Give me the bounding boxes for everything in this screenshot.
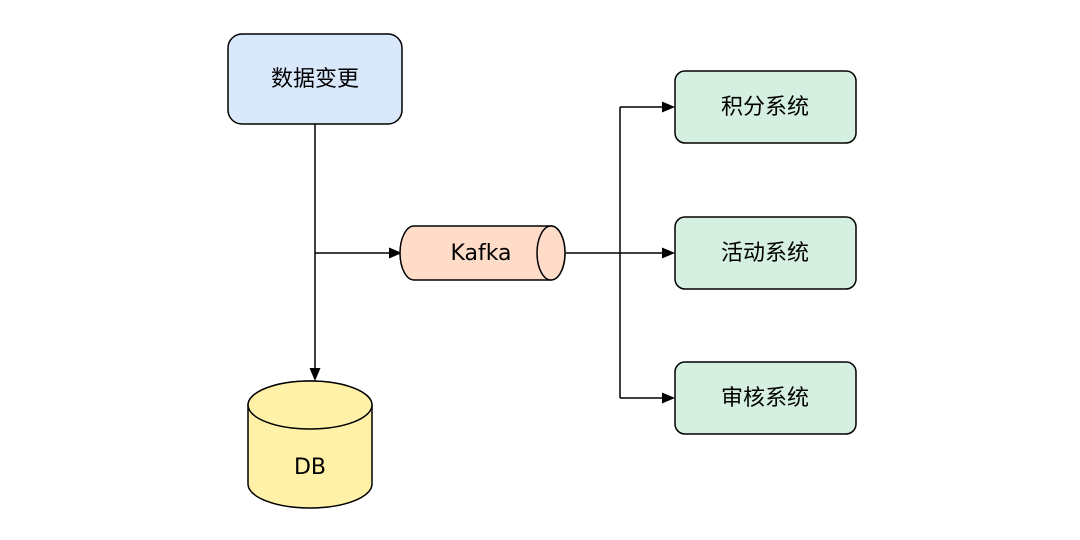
node-data-change: 数据变更 [227, 33, 403, 125]
node-data-change-box [227, 33, 403, 125]
node-data-change-label: 数据变更 [271, 67, 359, 92]
arrowhead-points-system [662, 101, 675, 113]
node-db: DB [247, 380, 373, 509]
node-review-system-label: 审核系统 [721, 386, 809, 411]
arrowhead-activity-system [662, 247, 675, 259]
node-activity-system-box [674, 216, 857, 290]
edges [309, 101, 675, 404]
kafka-cylinder-cap [536, 225, 566, 281]
arrowhead-db [309, 368, 321, 381]
arrowhead-kafka [389, 247, 402, 259]
arrowhead-review-system [662, 392, 675, 404]
node-points-system: 积分系统 [674, 70, 857, 144]
node-kafka-queue: Kafka [399, 225, 566, 281]
node-points-system-label: 积分系统 [721, 95, 809, 120]
db-cylinder-top [247, 380, 373, 430]
node-points-system-box [674, 70, 857, 144]
node-review-system: 审核系统 [674, 361, 857, 435]
node-activity-system-label: 活动系统 [721, 241, 809, 266]
node-activity-system: 活动系统 [674, 216, 857, 290]
node-review-system-box [674, 361, 857, 435]
kafka-label: Kafka [450, 241, 511, 266]
db-label: DB [294, 455, 326, 480]
